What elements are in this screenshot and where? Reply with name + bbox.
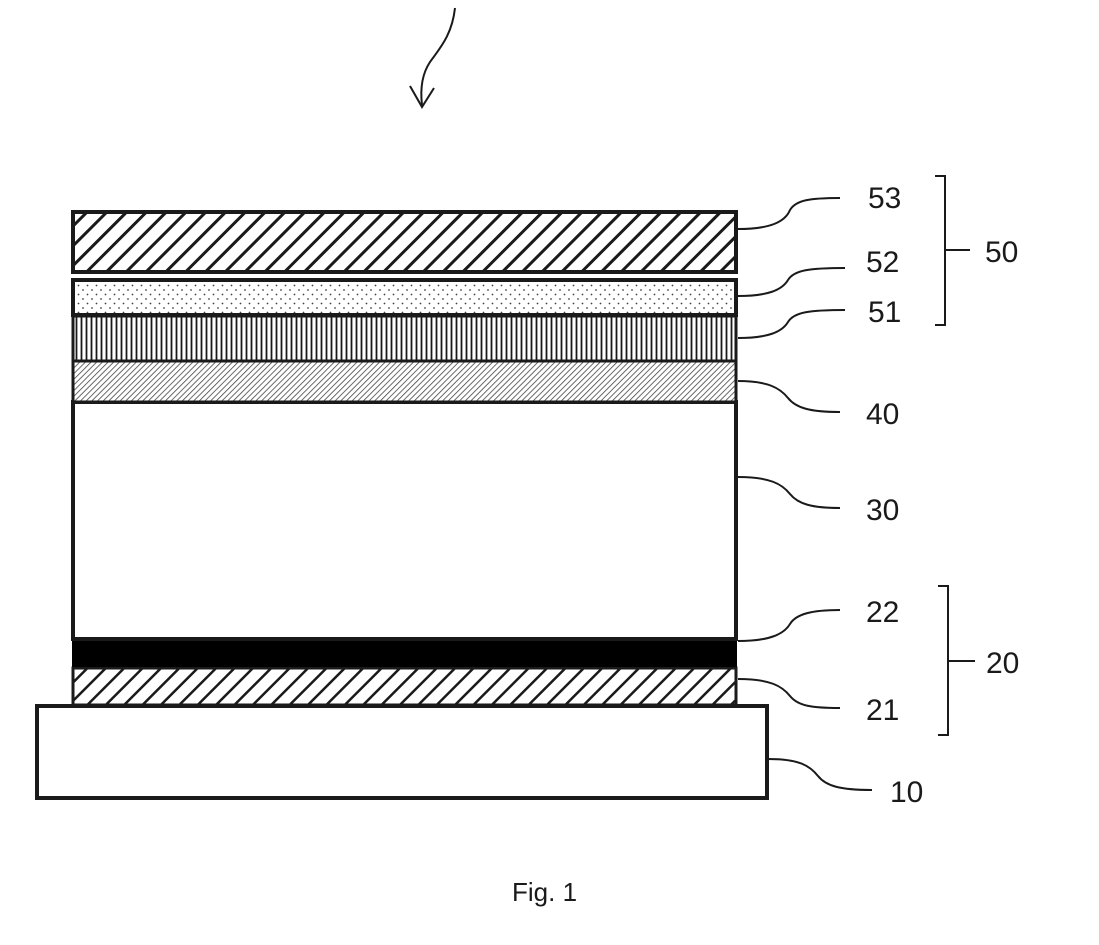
label-10: 10 — [890, 776, 923, 809]
layer-10-substrate — [37, 706, 767, 798]
layer-51 — [73, 316, 736, 361]
layer-22 — [73, 638, 736, 666]
layer-40 — [73, 361, 736, 402]
group-bracket-20 — [938, 586, 975, 735]
leader-line-40 — [738, 381, 840, 412]
label-53: 53 — [868, 182, 901, 215]
leader-line-52 — [738, 268, 845, 296]
label-22: 22 — [866, 596, 899, 629]
layer-52 — [73, 280, 736, 315]
leader-line-30 — [738, 477, 840, 508]
label-51: 51 — [868, 296, 901, 329]
layer-21 — [73, 668, 736, 705]
leader-line-51 — [738, 310, 845, 338]
leader-line-21 — [738, 679, 840, 708]
leader-line-10 — [768, 759, 872, 790]
layer-30 — [73, 402, 736, 639]
group-label-50: 50 — [985, 236, 1018, 269]
label-21: 21 — [866, 694, 899, 727]
label-40: 40 — [866, 398, 899, 431]
leader-line-22 — [738, 610, 840, 641]
leader-line-53 — [738, 198, 840, 229]
label-30: 30 — [866, 494, 899, 527]
figure-caption: Fig. 1 — [512, 877, 577, 907]
layer-53 — [73, 212, 736, 272]
label-52: 52 — [866, 246, 899, 279]
group-bracket-50 — [935, 176, 970, 325]
group-label-20: 20 — [986, 647, 1019, 680]
incident-arrow-icon — [410, 8, 455, 107]
